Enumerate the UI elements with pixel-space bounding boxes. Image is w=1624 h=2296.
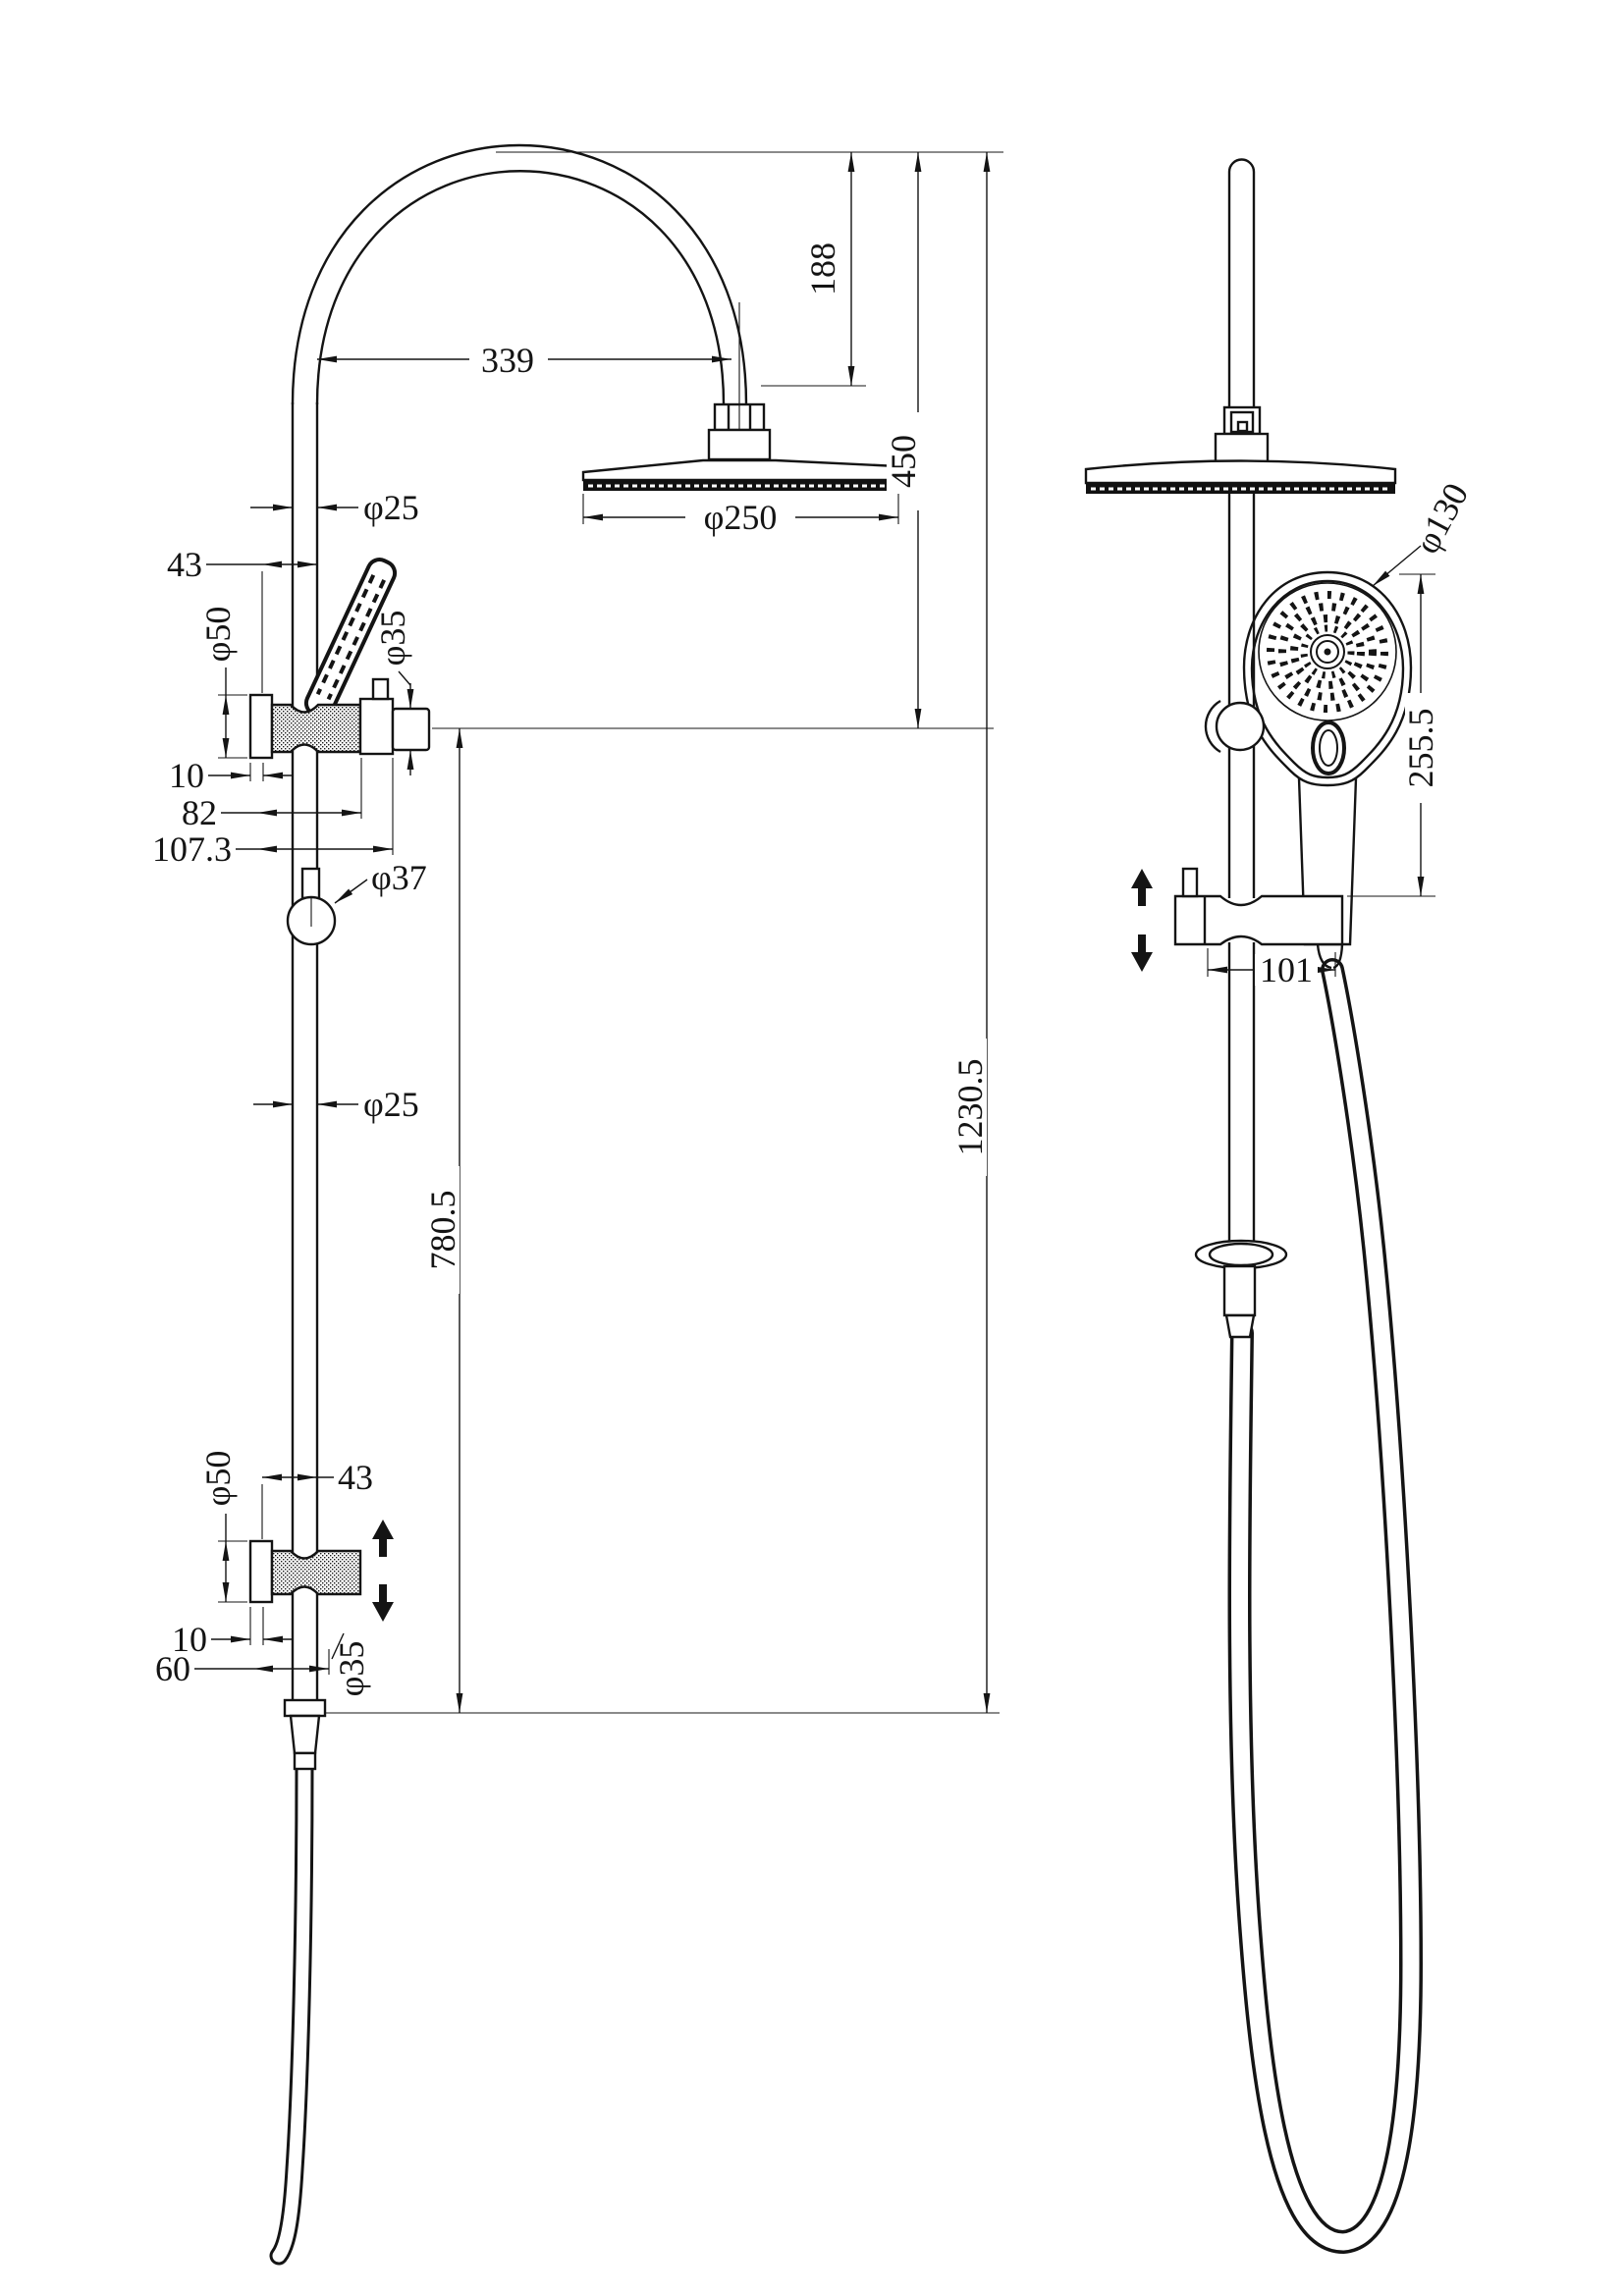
side-bracket — [1131, 867, 1344, 972]
slide-direction-arrows — [1131, 934, 1153, 972]
slide-direction-arrows — [1131, 869, 1153, 906]
top-bracket — [248, 677, 431, 760]
dim-hand-shower-len: 255.5 — [1347, 573, 1440, 897]
slide-direction-arrows — [372, 1584, 394, 1622]
dim-top-plate-thickness: 10 — [169, 756, 293, 795]
dim-label-43-top: 43 — [167, 545, 202, 584]
bracket-pin — [1181, 867, 1199, 898]
dim-label-188: 188 — [803, 242, 842, 295]
dim-top-handle-dia: φ35 — [373, 611, 414, 775]
dim-label-101: 101 — [1260, 950, 1313, 989]
dim-pipe-dia-upper: φ25 — [250, 488, 419, 527]
gooseneck-arm — [291, 144, 748, 405]
spray-nozzles — [1258, 582, 1397, 721]
knurled-clamp — [270, 703, 362, 754]
dim-label-82: 82 — [182, 793, 217, 832]
pipe-top-side — [1214, 158, 1270, 466]
dim-head-drop: 188 — [761, 152, 866, 387]
dim-top-bracket-len2: 107.3 — [152, 758, 394, 869]
front-view: 339 188 450 1230.5 — [152, 144, 1003, 2266]
side-view: φ130 255.5 101 — [1084, 158, 1476, 2255]
dim-bot-hose-offset: 60 — [155, 1649, 330, 1688]
dim-label-dia37: φ37 — [371, 858, 427, 897]
dim-label-dia250: φ250 — [704, 498, 778, 537]
front-dimensions: 339 188 450 1230.5 — [152, 151, 1003, 1714]
dim-slider-dia: φ37 — [334, 858, 427, 904]
dim-label-10-top: 10 — [169, 756, 204, 795]
dim-label-dia25-mid: φ25 — [363, 1085, 419, 1124]
dim-label-10-bot: 10 — [172, 1620, 207, 1659]
dim-label-43-bot: 43 — [338, 1458, 373, 1497]
dim-top-bracket-len1: 82 — [182, 758, 362, 832]
rail-side — [1227, 494, 1256, 1247]
dim-label-dia50-top: φ50 — [198, 607, 238, 663]
overhead-shower-side — [1084, 459, 1397, 494]
slider-ring — [286, 867, 337, 946]
riser-pipe — [291, 402, 319, 1700]
knurled-clamp — [270, 1549, 362, 1596]
dim-bot-plate-thickness: 10 — [172, 1607, 293, 1659]
hose-side — [1227, 958, 1424, 2255]
overhead-shower — [581, 402, 900, 491]
dim-rail-lower: 780.5 — [423, 728, 463, 1713]
dim-label-dia50-bot: φ50 — [198, 1451, 238, 1507]
bottom-bracket — [248, 1520, 394, 1622]
dim-bot-bracket-dia: φ50 — [198, 1451, 247, 1603]
dim-pipe-dia-mid: φ25 — [253, 1085, 419, 1124]
dim-label-1230-5: 1230.5 — [950, 1059, 990, 1156]
dim-head-dia: φ250 — [582, 494, 899, 537]
dim-bot-hose-dia: φ35 — [331, 1632, 371, 1697]
dim-label-780-5: 780.5 — [423, 1191, 462, 1270]
slider-knob-side — [1204, 699, 1266, 754]
hose-front — [269, 1759, 314, 2266]
hose-connector — [283, 1698, 327, 1771]
dim-gooseneck-height: 450 — [432, 152, 994, 729]
rail-bottom-fitting — [1194, 1239, 1288, 1339]
dim-label-339: 339 — [481, 341, 534, 380]
dim-label-dia35-top: φ35 — [373, 611, 412, 667]
dim-label-dia130: φ130 — [1407, 477, 1476, 561]
dim-label-dia25-upper: φ25 — [363, 488, 419, 527]
mode-button — [1311, 721, 1346, 775]
hand-shower — [1242, 570, 1413, 946]
dim-bot-bracket-offset: 43 — [261, 1458, 373, 1539]
outlet-stub — [391, 707, 431, 752]
dim-overall-height: 1230.5 — [326, 152, 1000, 1714]
handle-port-pin — [371, 677, 390, 701]
dim-label-450: 450 — [884, 435, 923, 488]
dim-arc-reach: 339 — [317, 302, 740, 430]
dim-label-dia35-bot: φ35 — [332, 1641, 371, 1697]
dim-top-bracket-dia: φ50 — [198, 607, 247, 759]
dim-top-bracket-offset: 43 — [167, 545, 317, 693]
dim-label-255-5: 255.5 — [1401, 709, 1440, 788]
slide-direction-arrows — [372, 1520, 394, 1557]
dim-side-bracket-len: 101 — [1207, 948, 1336, 989]
dim-label-107-3: 107.3 — [152, 829, 232, 869]
dim-label-60: 60 — [155, 1649, 190, 1688]
